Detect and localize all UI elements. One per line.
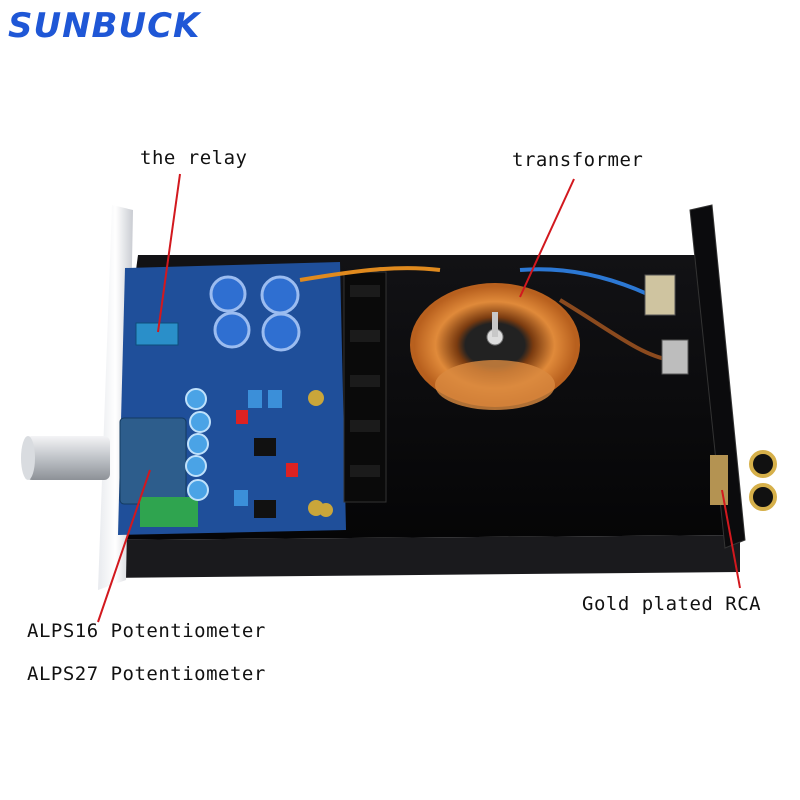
volume-knob <box>26 436 110 480</box>
heatsink <box>343 271 387 503</box>
relay <box>135 322 179 346</box>
chassis-bottom-edge <box>100 535 740 578</box>
label-alps27: ALPS27 Potentiometer <box>27 663 266 685</box>
toroidal-transformer <box>410 283 580 410</box>
brand-logo: SUNBUCK <box>8 6 201 46</box>
label-relay: the relay <box>140 147 248 169</box>
potentiometer <box>119 417 187 505</box>
label-alps16: ALPS16 Potentiometer <box>27 620 266 642</box>
terminal-block <box>140 497 198 527</box>
leader-lines <box>97 173 741 623</box>
label-rca: Gold plated RCA <box>582 593 762 615</box>
label-transformer: transformer <box>512 149 644 171</box>
rear-panel <box>689 204 746 549</box>
rca-jacks <box>710 450 777 511</box>
